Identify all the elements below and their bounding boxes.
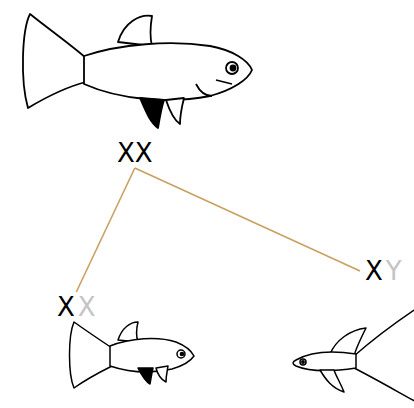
genotype: XY <box>362 254 405 288</box>
chromosome-label: Y <box>386 256 402 286</box>
chromosome-label: XX <box>117 138 153 168</box>
female-guppy <box>23 14 252 128</box>
female-guppy <box>70 322 195 388</box>
genotype: XX <box>114 136 156 170</box>
chromosome-label: X <box>57 292 75 322</box>
inheritance-line <box>76 168 135 292</box>
chromosome-label: X <box>78 292 96 322</box>
male-guppy <box>293 306 414 404</box>
chromosome-label: X <box>365 256 383 286</box>
inheritance-line <box>135 168 360 271</box>
genotype: XX <box>54 290 99 324</box>
